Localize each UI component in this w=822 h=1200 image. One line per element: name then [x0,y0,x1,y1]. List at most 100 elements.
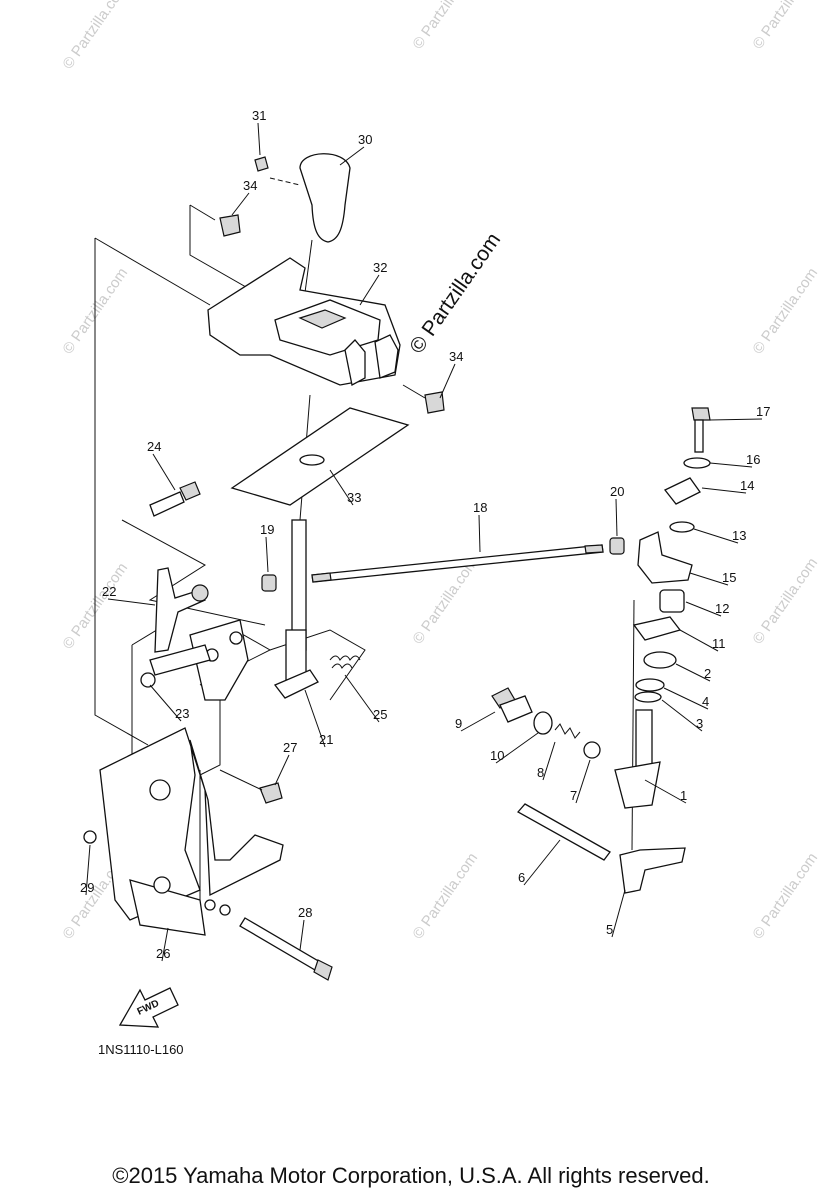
rod-18 [311,544,604,583]
shift-knob [269,153,351,243]
callout-leader-28 [299,919,305,951]
callout-30: 30 [358,132,372,147]
lever-22 [154,567,209,653]
callout-31: 31 [252,108,266,123]
callout-3: 3 [696,716,703,731]
callout-leader-15 [689,572,729,586]
callout-leader-24 [152,453,176,491]
callout-32: 32 [373,260,387,275]
callout-leader-30 [339,146,365,166]
callout-12: 12 [715,601,729,616]
pivot-bracket [149,619,249,701]
callout-leader-32 [359,274,380,306]
callout-leader-13 [693,528,739,544]
callout-27: 27 [283,740,297,755]
washer-16 [683,457,711,469]
diagram-code: 1NS1110-L160 [98,1042,184,1057]
callout-21: 21 [319,732,333,747]
callout-leader-5 [611,889,626,938]
callout-leader-11 [679,629,719,652]
watermark: © Partzilla.com [749,0,821,52]
callout-leader-29 [85,844,91,896]
callout-24: 24 [147,439,161,454]
shift-fork-5 [619,847,686,894]
screw [254,156,269,172]
callout-leader-33 [329,469,354,506]
callout-13: 13 [732,528,746,543]
callout-leader-34 [231,192,250,216]
callout-layer: 1234567891011121314151617181920212223242… [80,108,770,962]
callout-leader-27 [274,754,290,786]
mounting-bracket-26 [99,727,284,936]
bolt-28 [239,917,333,981]
callout-33: 33 [347,490,361,505]
washer-3 [634,691,662,703]
watermark: © Partzilla.com [59,0,131,72]
callout-11: 11 [712,636,726,651]
washer-4 [635,678,665,692]
callout-16: 16 [746,452,760,467]
spring-8 [554,723,581,739]
callout-leader-8 [542,741,556,781]
callout-leader-1 [644,779,687,804]
callout-18: 18 [473,500,487,515]
callout-leader-16 [709,462,753,468]
nut-20 [609,537,625,555]
callout-leader-20 [615,498,618,537]
copyright-notice: ©2015 Yamaha Motor Corporation, U.S.A. A… [112,1163,710,1188]
shift-lever-cover [207,257,401,386]
callout-7: 7 [570,788,577,803]
callout-15: 15 [722,570,736,585]
cam-11 [632,616,682,641]
forward-arrow-icon: FWD [118,987,179,1028]
arm-15 [637,531,693,584]
callout-leader-31 [257,122,261,156]
callout-34: 34 [449,349,463,364]
watermark: © Partzilla.com [749,555,821,648]
callout-leader-7 [575,759,591,804]
callout-22: 22 [102,584,116,599]
callout-leader-26 [161,927,169,962]
clip-23 [140,672,156,688]
bolt-24 [149,481,201,517]
watermark-main: © Partzilla.com [405,229,505,358]
callout-leader-6 [523,839,561,886]
callout-leader-9 [460,711,496,732]
callout-leader-12 [685,601,722,617]
callout-6: 6 [518,870,525,885]
callout-leader-25 [344,674,380,723]
callout-23: 23 [175,706,189,721]
callout-leader-34 [439,363,456,399]
seal-2 [643,651,677,669]
callout-29: 29 [80,880,94,895]
clip-29 [83,830,97,844]
callout-5: 5 [606,922,613,937]
callout-leader-19 [265,536,269,573]
callout-9: 9 [455,716,462,731]
callout-leader-21 [304,689,326,748]
spring-25 [329,655,361,669]
callout-25: 25 [373,707,387,722]
shift-rod [273,519,319,699]
collar-12 [659,589,685,613]
watermark: © Partzilla.com [409,850,481,943]
callout-8: 8 [537,765,544,780]
bolt-lower [402,384,445,414]
bolt-upper [219,214,241,237]
callout-leader-17 [709,418,763,421]
callout-26: 26 [156,946,170,961]
callout-leader-22 [107,598,156,606]
callout-17: 17 [756,404,770,419]
callout-20: 20 [610,484,624,499]
callout-leader-2 [675,663,711,682]
ball-7 [583,741,601,759]
watermark: © Partzilla.com [749,265,821,358]
washer-13 [669,521,695,533]
callout-4: 4 [702,694,709,709]
callout-leader-14 [701,487,747,494]
callout-leader-3 [661,699,703,732]
gasket-10 [533,711,553,735]
callout-19: 19 [260,522,274,537]
callout-28: 28 [298,905,312,920]
